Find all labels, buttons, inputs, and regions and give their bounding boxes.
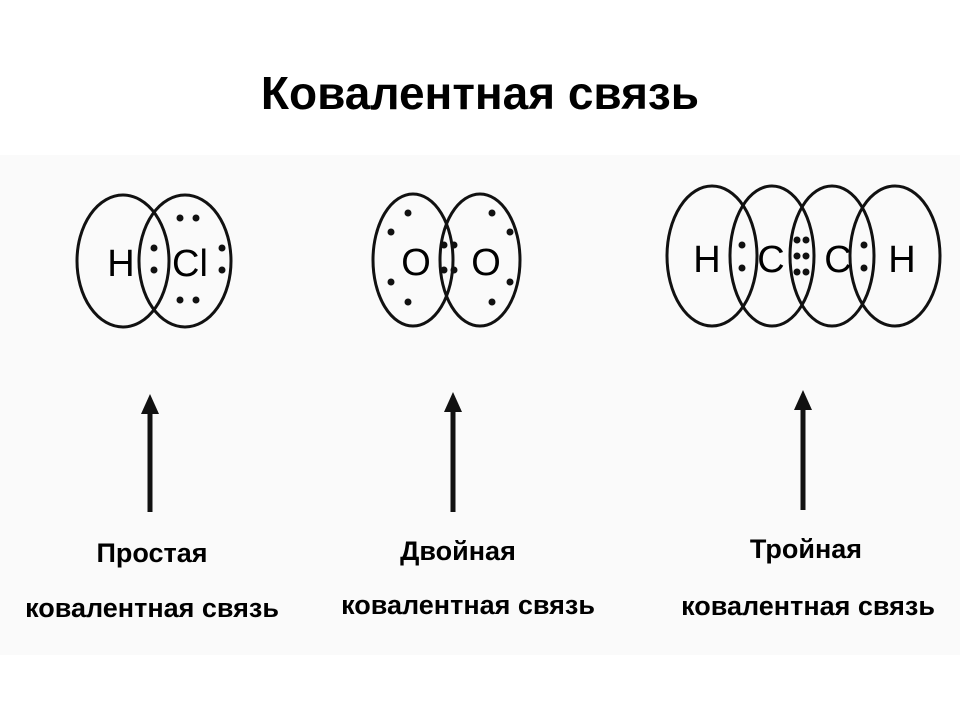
page-title: Ковалентная связь [260, 67, 700, 119]
molecule-hcl [75, 193, 233, 329]
atom-label-o-right: O [471, 242, 501, 284]
caption-single-bond-sub: ковалентная связь [25, 593, 279, 623]
atom-shell-c-right [788, 184, 876, 328]
caption-double-bond: Двойная [400, 536, 516, 566]
electron-dots-o2 [387, 209, 514, 306]
atom-label-c-right: C [824, 239, 851, 281]
atom-shell-o-left [371, 192, 455, 328]
atom-label-c-left: C [757, 239, 784, 281]
atom-label-cl: Cl [172, 243, 208, 285]
atom-label-h-left: H [693, 239, 720, 281]
atom-shell-h-right [848, 184, 942, 328]
atom-label-h: H [107, 243, 134, 285]
atom-shell-h [75, 193, 171, 329]
atom-shell-c-left [728, 184, 816, 328]
atom-shell-cl [137, 193, 233, 329]
atom-shell-o-right [438, 192, 522, 328]
atom-label-h-right: H [888, 239, 915, 281]
electron-dots-c2h2 [738, 236, 868, 276]
molecule-o2 [371, 192, 522, 328]
caption-double-bond-sub: ковалентная связь [341, 590, 595, 620]
caption-triple-bond-sub: ковалентная связь [681, 591, 935, 621]
arrow-double-bond [444, 392, 462, 512]
arrow-triple-bond [794, 390, 812, 510]
atom-shell-h-left [665, 184, 759, 328]
caption-single-bond: Простая [96, 538, 207, 568]
electron-dots-hcl [150, 214, 226, 304]
caption-triple-bond: Тройная [750, 534, 862, 564]
molecule-c2h2 [665, 184, 942, 328]
arrow-single-bond [141, 394, 159, 512]
atom-label-o-left: O [401, 242, 431, 284]
